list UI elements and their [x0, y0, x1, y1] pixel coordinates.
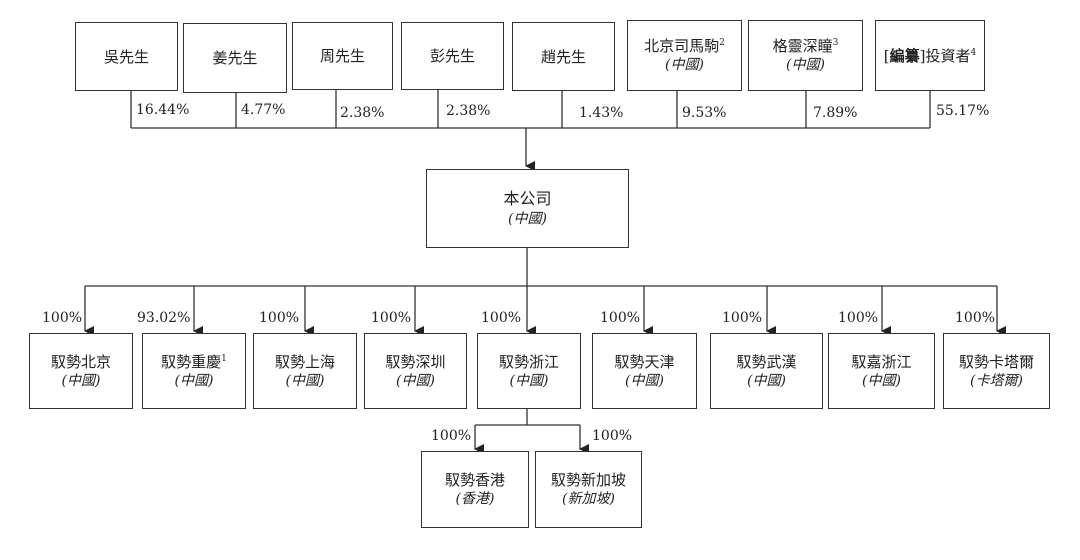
shareholder-name: 趙先生 — [540, 47, 586, 66]
shareholder-name: 周先生 — [319, 47, 365, 65]
shareholding-percent: 7.89% — [813, 105, 858, 121]
subsidiary-percent: 100% — [371, 310, 412, 326]
subsidiary-name: 馭勢深圳 — [385, 352, 446, 371]
subsidiary-box-zhejiang: 馭勢浙江 (中國) — [477, 333, 581, 409]
shareholder-name: 彭先生 — [429, 47, 475, 65]
sub-subsidiary-percent: 100% — [592, 428, 633, 444]
shareholder-box-zhou: 周先生 — [292, 22, 393, 90]
shareholder-name: 吳先生 — [103, 47, 149, 66]
subsidiary-box-tianjin: 馭勢天津 (中國) — [592, 333, 697, 409]
footnote-marker: 3 — [832, 38, 839, 48]
company-jurisdiction: (中國) — [508, 211, 547, 227]
sub-subsidiary-jurisdiction: (新加坡) — [562, 491, 615, 507]
shareholder-jurisdiction: (中國) — [786, 57, 825, 73]
subsidiary-jurisdiction: (中國) — [61, 372, 101, 389]
shareholder-name: 北京司馬駒2 — [644, 37, 725, 55]
subsidiary-name: 馭嘉浙江 — [851, 352, 912, 371]
shareholding-percent: 55.17% — [936, 103, 990, 119]
subsidiary-name: 馭勢浙江 — [498, 352, 559, 371]
shareholding-percent: 2.38% — [340, 105, 385, 121]
subsidiary-name: 馭勢天津 — [614, 352, 675, 371]
subsidiary-percent: 100% — [955, 310, 996, 326]
shareholder-box-peng: 彭先生 — [401, 22, 504, 90]
subsidiary-jurisdiction: (中國) — [747, 372, 786, 389]
company-name: 本公司 — [503, 189, 552, 208]
sub-subsidiary-box-hongkong: 馭勢香港 (香港) — [421, 451, 529, 528]
subsidiary-percent: 100% — [481, 310, 522, 326]
sub-subsidiary-box-singapore: 馭勢新加坡 (新加坡) — [535, 451, 642, 528]
subsidiary-jurisdiction: (中國) — [396, 372, 435, 389]
sub-subsidiary-name: 馭勢香港 — [444, 471, 505, 489]
shareholder-box-zhao: 趙先生 — [512, 22, 615, 91]
subsidiary-jurisdiction: (中國) — [862, 372, 901, 389]
shareholding-percent: 16.44% — [136, 102, 190, 118]
shareholder-box-investors: [編纂]投資者4 — [875, 20, 985, 91]
shareholder-box-jiang: 姜先生 — [183, 23, 287, 93]
subsidiary-name: 馭勢卡塔爾 — [958, 352, 1034, 371]
subsidiary-name: 馭勢北京 — [50, 352, 111, 371]
shareholder-name: 姜先生 — [212, 49, 258, 67]
footnote-marker: 4 — [970, 47, 977, 58]
subsidiary-jurisdiction: (中國) — [509, 372, 549, 389]
shareholder-name: 格靈深瞳3 — [772, 37, 839, 55]
shareholder-name: [編纂]投資者4 — [883, 46, 977, 65]
sub-subsidiary-jurisdiction: (香港) — [455, 491, 495, 507]
subsidiary-percent: 100% — [722, 310, 763, 326]
subsidiary-box-shenzhen: 馭勢深圳 (中國) — [364, 333, 467, 409]
subsidiary-box-qatar: 馭勢卡塔爾 (卡塔爾) — [943, 333, 1050, 409]
shareholder-box-wu: 吳先生 — [75, 22, 178, 91]
shareholding-percent: 9.53% — [682, 105, 727, 121]
subsidiary-name: 馭勢武漢 — [736, 352, 797, 371]
sub-subsidiary-percent: 100% — [431, 428, 472, 444]
subsidiary-jurisdiction: (中國) — [174, 372, 214, 389]
subsidiary-name: 馭勢重慶1 — [161, 352, 227, 371]
footnote-marker: 2 — [719, 38, 725, 48]
subsidiary-percent: 100% — [259, 310, 300, 326]
subsidiary-percent: 100% — [838, 310, 879, 326]
subsidiary-percent: 100% — [42, 310, 83, 326]
shareholder-box-geling-shentong: 格靈深瞳3 (中國) — [748, 20, 863, 91]
footnote-marker: 1 — [221, 353, 227, 364]
subsidiary-percent: 93.02% — [137, 310, 191, 326]
shareholding-percent: 4.77% — [241, 102, 286, 118]
subsidiary-box-wuhan: 馭勢武漢 (中國) — [710, 333, 823, 409]
subsidiary-percent: 100% — [600, 310, 641, 326]
company-box: 本公司 (中國) — [426, 169, 629, 248]
shareholder-jurisdiction: (中國) — [665, 57, 704, 73]
sub-subsidiary-name: 馭勢新加坡 — [550, 471, 626, 489]
shareholding-percent: 2.38% — [446, 103, 491, 119]
redacted-term: 編纂 — [889, 46, 920, 65]
subsidiary-box-shanghai: 馭勢上海 (中國) — [253, 333, 357, 409]
subsidiary-jurisdiction: (中國) — [285, 372, 325, 389]
shareholding-percent: 1.43% — [579, 105, 624, 121]
subsidiary-box-beijing: 馭勢北京 (中國) — [29, 333, 133, 409]
subsidiary-box-yujia-zhejiang: 馭嘉浙江 (中國) — [828, 333, 935, 409]
subsidiary-jurisdiction: (中國) — [625, 372, 664, 389]
subsidiary-box-chongqing: 馭勢重慶1 (中國) — [142, 333, 246, 409]
subsidiary-name: 馭勢上海 — [274, 352, 335, 371]
shareholder-box-beijing-sima-ju: 北京司馬駒2 (中國) — [627, 20, 742, 91]
subsidiary-jurisdiction: (卡塔爾) — [970, 372, 1023, 389]
